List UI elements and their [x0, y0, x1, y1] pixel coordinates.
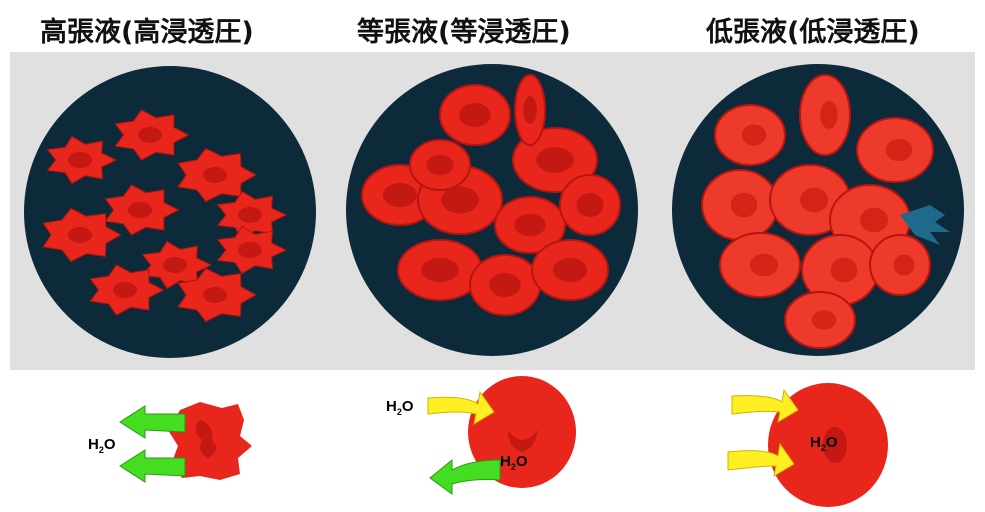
hypertonic-title: 高張液(高浸透圧): [40, 17, 254, 48]
water-label: H2O: [88, 436, 116, 455]
water-label-inside: H2O: [810, 434, 838, 453]
swollen-cell-center: [750, 253, 778, 277]
red-blood-cell-center: [459, 103, 491, 127]
red-blood-cell-center: [382, 183, 418, 207]
swollen-cell-center: [885, 138, 913, 162]
arrow-out-icon: [119, 449, 186, 483]
crenated-cell-center: [68, 152, 92, 168]
red-blood-cell-center: [514, 213, 546, 237]
swollen-cell-center: [800, 187, 828, 213]
arrow-out-icon: [119, 405, 186, 439]
crenated-cell-center: [238, 207, 262, 223]
crenated-cell-center: [203, 167, 227, 183]
swollen-cell-center: [820, 101, 838, 129]
isotonic-title: 等張液(等浸透圧): [357, 17, 571, 48]
shrunken-cell-fold: [195, 420, 217, 458]
crenated-cell-center: [163, 257, 187, 273]
water-label: H2O: [386, 398, 414, 417]
crenated-cell-center: [238, 242, 262, 258]
lysis-burst: [900, 205, 950, 245]
crenated-cell-center: [138, 127, 162, 143]
hypertonic-cell-diagram: [119, 402, 252, 483]
arrow-out-icon: [429, 458, 501, 495]
crenated-cell-center: [128, 202, 152, 218]
water-label-inside: H2O: [500, 453, 528, 472]
cell-center: [823, 427, 847, 463]
arrow-in-icon: [731, 388, 799, 424]
crenated-cell-center: [68, 227, 92, 243]
red-blood-cell-center: [536, 147, 574, 173]
red-blood-cell-center: [523, 96, 537, 124]
swollen-cell-center: [893, 254, 915, 276]
swollen-cell-center: [830, 257, 858, 283]
hypotonic-title: 低張液(低浸透圧): [706, 17, 920, 48]
crenated-cell-center: [203, 287, 227, 303]
swollen-cell-center: [730, 192, 758, 218]
arrow-in-icon: [727, 442, 795, 478]
red-blood-cell-center: [489, 273, 521, 297]
red-blood-cell-center: [441, 186, 479, 214]
cell-center: [508, 430, 538, 452]
swollen-cell-center: [860, 207, 888, 233]
arrow-in-icon: [427, 390, 495, 426]
red-blood-cell-center: [426, 155, 454, 175]
hypotonic-cell-diagram: [727, 383, 888, 507]
swollen-cell-center: [741, 124, 767, 146]
red-blood-cell-center: [552, 258, 588, 282]
swollen-cell-center: [811, 310, 837, 330]
crenated-cell-center: [113, 282, 137, 298]
red-blood-cell-center: [421, 258, 459, 282]
red-blood-cell-center: [576, 193, 604, 217]
isotonic-cell-diagram: [427, 376, 576, 495]
